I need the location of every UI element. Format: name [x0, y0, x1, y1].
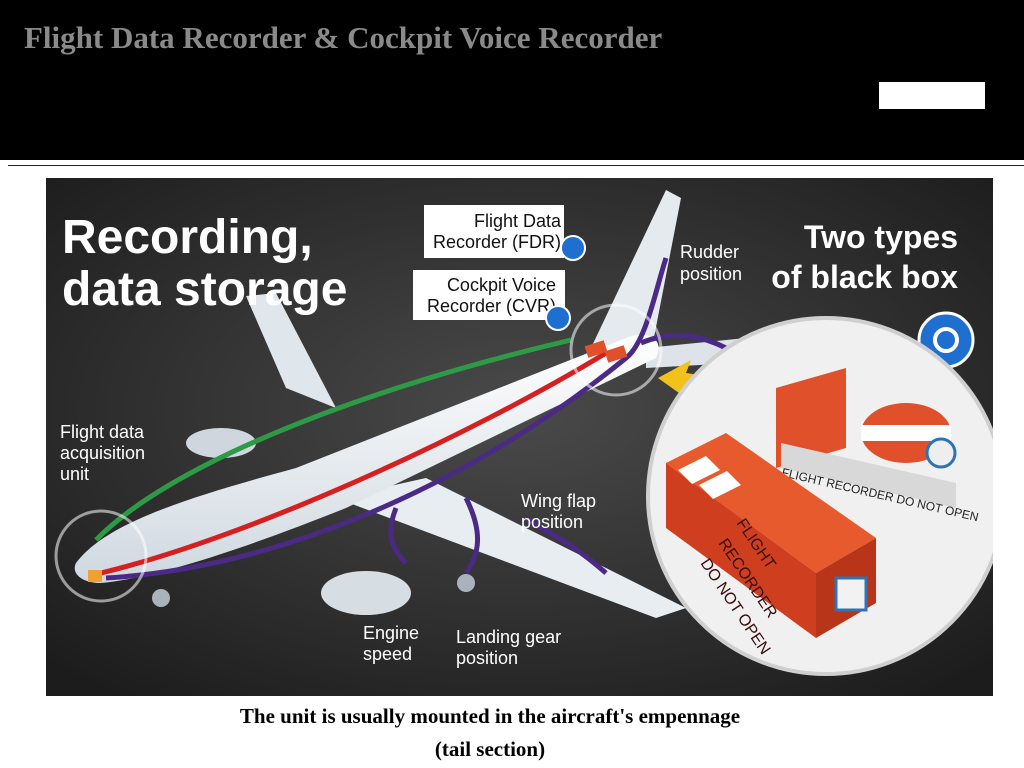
flap-wire — [524, 515, 608, 575]
fdau-unit — [88, 570, 102, 582]
slide-header: Flight Data Recorder & Cockpit Voice Rec… — [0, 0, 1024, 160]
types-line1: Two types — [804, 219, 958, 255]
wingflap-label-line1: Wing flap — [521, 491, 596, 511]
fdr-label-box — [424, 205, 564, 258]
cvr-label-line2: Recorder (CVR) — [427, 296, 556, 316]
gear-wire — [463, 496, 481, 575]
caption-line1: The unit is usually mounted in the aircr… — [239, 704, 741, 728]
rear-recorder-beacon — [925, 437, 957, 469]
fuselage — [74, 334, 659, 583]
wingflap-label-line2: position — [521, 512, 583, 532]
info-icon-large-ring — [933, 327, 959, 353]
front-recorder-top — [666, 433, 876, 573]
front-recorder-beacon — [834, 576, 868, 612]
fdr-unit — [604, 345, 628, 363]
cvr-label-line1: Cockpit Voice — [447, 275, 556, 295]
slide-title: Flight Data Recorder & Cockpit Voice Rec… — [24, 20, 663, 55]
front-recorder-side — [666, 463, 816, 638]
fdr-label-line1: Flight Data — [474, 211, 562, 231]
fdau-highlight — [54, 509, 148, 603]
black-box-diagram: Recording, data storage Two types of bla… — [46, 178, 993, 696]
far-engine — [186, 428, 256, 458]
fdau-label-line3: unit — [60, 464, 89, 484]
types-line2: of black box — [771, 259, 958, 295]
rear-recorder-band — [861, 425, 951, 441]
cvr-wire — [94, 337, 572, 542]
diagram-svg: Recording, data storage Two types of bla… — [46, 178, 993, 696]
fdr-wire — [100, 350, 608, 576]
fdau-label-line2: acquisition — [60, 443, 145, 463]
far-wing — [246, 293, 336, 408]
vertical-stabilizer — [591, 190, 681, 353]
sensor-wire — [105, 257, 669, 581]
engine-label-line2: speed — [363, 644, 412, 664]
main-gear — [457, 574, 475, 592]
front-recorder-stripe1 — [678, 456, 720, 484]
front-recorder-stripe2 — [699, 471, 741, 499]
near-engine — [321, 571, 411, 615]
engine-wire — [388, 507, 408, 565]
engine-label-line1: Engine — [363, 623, 419, 643]
stabilizer-wire — [640, 332, 728, 351]
fdr-info-icon — [560, 235, 586, 261]
header-white-box — [879, 82, 985, 109]
rear-recorder-base — [781, 443, 956, 508]
cvr-label-box — [413, 270, 565, 320]
cvr-unit — [584, 340, 608, 358]
gear-label-line1: Landing gear — [456, 627, 561, 647]
gear-label-line2: position — [456, 648, 518, 668]
tail-highlight — [569, 303, 663, 397]
headline-line2: data storage — [62, 263, 347, 316]
fdr-label-line2: Recorder (FDR) — [433, 232, 561, 252]
rear-recorder-top — [776, 368, 846, 468]
rudder-label-line1: Rudder — [680, 242, 739, 262]
rudder-label-line2: position — [680, 264, 742, 284]
tail-to-box-arrow — [658, 360, 746, 440]
headline-line1: Recording, — [62, 211, 313, 264]
cvr-info-icon — [545, 305, 571, 331]
near-wing — [336, 478, 686, 618]
header-divider — [8, 165, 1024, 166]
fdau-label-line1: Flight data — [60, 422, 145, 442]
caption-line2: (tail section) — [434, 737, 546, 761]
nose-gear — [152, 589, 170, 607]
